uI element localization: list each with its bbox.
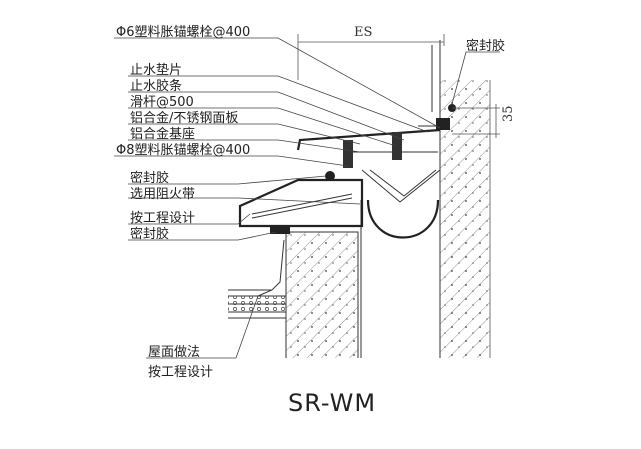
dimension-es: ES	[297, 25, 445, 80]
panel-assembly	[296, 118, 450, 203]
label-water-stop-pad: 止水垫片	[130, 62, 182, 78]
aluminium-base	[238, 178, 364, 234]
label-anchor-bolt-6: Φ6塑料胀锚螺栓@400	[116, 25, 250, 40]
left-parapet	[285, 200, 362, 358]
sealant-dot	[325, 171, 335, 181]
label-slide-bar: 滑杆@500	[130, 95, 194, 110]
dimension-es-label: ES	[354, 25, 372, 40]
label-sealant-1: 密封胶	[130, 170, 169, 186]
label-panel: 铝合金/不锈钢面板	[130, 110, 238, 126]
label-anchor-bolt-8: Φ8塑料胀锚螺栓@400	[116, 143, 250, 158]
label-roof-method: 屋面做法	[148, 345, 200, 360]
dimension-35: 35	[452, 104, 516, 138]
label-by-engineering-1: 按工程设计	[130, 211, 195, 226]
diagram-title: SR-WM	[288, 389, 376, 417]
roof-layers	[228, 239, 286, 319]
right-wall-upper	[431, 40, 441, 112]
dimension-35-label: 35	[501, 105, 516, 122]
label-sealant-right: 密封胶	[466, 38, 505, 54]
fire-barrier	[366, 199, 440, 239]
label-sealant-2: 密封胶	[130, 226, 169, 242]
label-aluminium-base: 铝合金基座	[130, 126, 195, 142]
leader-lines	[114, 37, 500, 359]
label-by-engineering-2: 按工程设计	[148, 365, 213, 380]
label-fire-barrier: 选用阻火带	[130, 187, 195, 202]
label-water-stop-strip: 止水胶条	[130, 78, 182, 94]
